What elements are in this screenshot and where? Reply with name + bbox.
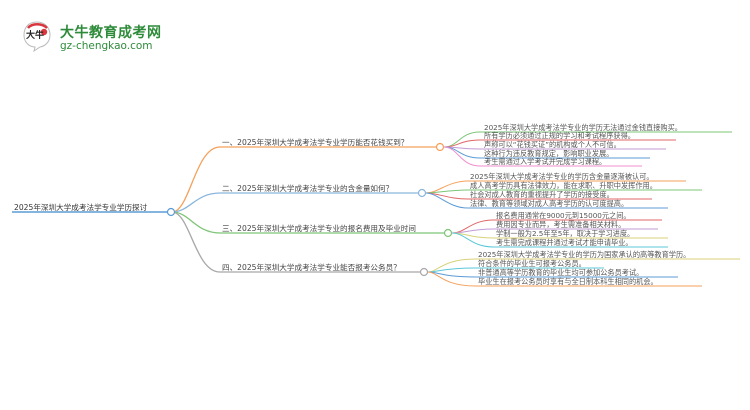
root-toggle-icon[interactable]	[166, 207, 176, 217]
branch-node-1[interactable]: 一、2025年深圳大学成考法学专业学历能否花钱买到？	[222, 138, 409, 147]
leaf-node[interactable]: 声称可以“花钱买证”的机构或个人不可信。	[484, 140, 621, 149]
leaf-node[interactable]: 学制一般为2.5年至5年，取决于学习进度。	[496, 229, 635, 238]
leaf-node[interactable]: 2025年深圳大学成考法学专业的学历无法通过金钱直接购买。	[484, 123, 682, 132]
site-url: gz-chengkao.com	[60, 40, 153, 52]
leaf-node[interactable]: 法律、教育等领域对成人高考学历的认可度提高。	[470, 199, 629, 208]
branch-node-4[interactable]: 四、2025年深圳大学成考法学专业能否报考公务员？	[222, 263, 401, 272]
leaf-node[interactable]: 考生需完成课程并通过考试才能申请毕业。	[496, 238, 633, 247]
leaf-node[interactable]: 成人高考学历具有法律效力，能在求职、升职中发挥作用。	[470, 181, 657, 190]
branch-3-toggle-icon[interactable]	[443, 228, 453, 238]
leaf-node[interactable]: 2025年深圳大学成考法学专业的学历为国家承认的高等教育学历。	[478, 250, 691, 259]
branch-node-3[interactable]: 三、2025年深圳大学成考法学专业的报名费用及毕业时间	[222, 224, 416, 233]
leaf-node[interactable]: 非普通高等学历教育的毕业生均可参加公务员考试。	[478, 268, 644, 277]
leaf-node[interactable]: 社会对成人教育的重视提升了学历的接受度。	[470, 190, 614, 199]
logo-badge-text: 大牛	[26, 31, 45, 41]
site-name: 大牛教育成考网	[60, 25, 162, 41]
leaf-node[interactable]: 这种行为违反教育规定，影响职业发展。	[484, 149, 614, 158]
branch-2-toggle-icon[interactable]	[417, 188, 427, 198]
leaf-node[interactable]: 符合条件的毕业生可报考公务员。	[478, 259, 586, 268]
logo-badge-icon	[23, 21, 51, 52]
leaf-node[interactable]: 毕业生在报考公务员时享有与全日制本科生相同的机会。	[478, 277, 658, 286]
branch-node-2[interactable]: 二、2025年深圳大学成考法学专业的含金量如何？	[222, 184, 394, 193]
site-logo[interactable]: 大牛 大牛教育成考网 gz-chengkao.com	[20, 16, 180, 56]
branch-1-toggle-icon[interactable]	[435, 142, 445, 152]
branch-4-toggle-icon[interactable]	[419, 267, 429, 277]
leaf-node[interactable]: 考生需通过入学考试并完成学习课程。	[484, 157, 607, 166]
leaf-node[interactable]: 2025年深圳大学成考法学专业的学历含金量逐渐被认可。	[470, 172, 654, 181]
leaf-node[interactable]: 所有学历必须通过正规的学习和考试程序获得。	[484, 131, 635, 140]
leaf-node[interactable]: 报名费用通常在9000元到15000元之间。	[496, 211, 631, 220]
leaf-node[interactable]: 费用因专业而异，考生需准备相关材料。	[496, 220, 626, 229]
root-node[interactable]: 2025年深圳大学成考法学专业学历探讨	[14, 203, 148, 212]
